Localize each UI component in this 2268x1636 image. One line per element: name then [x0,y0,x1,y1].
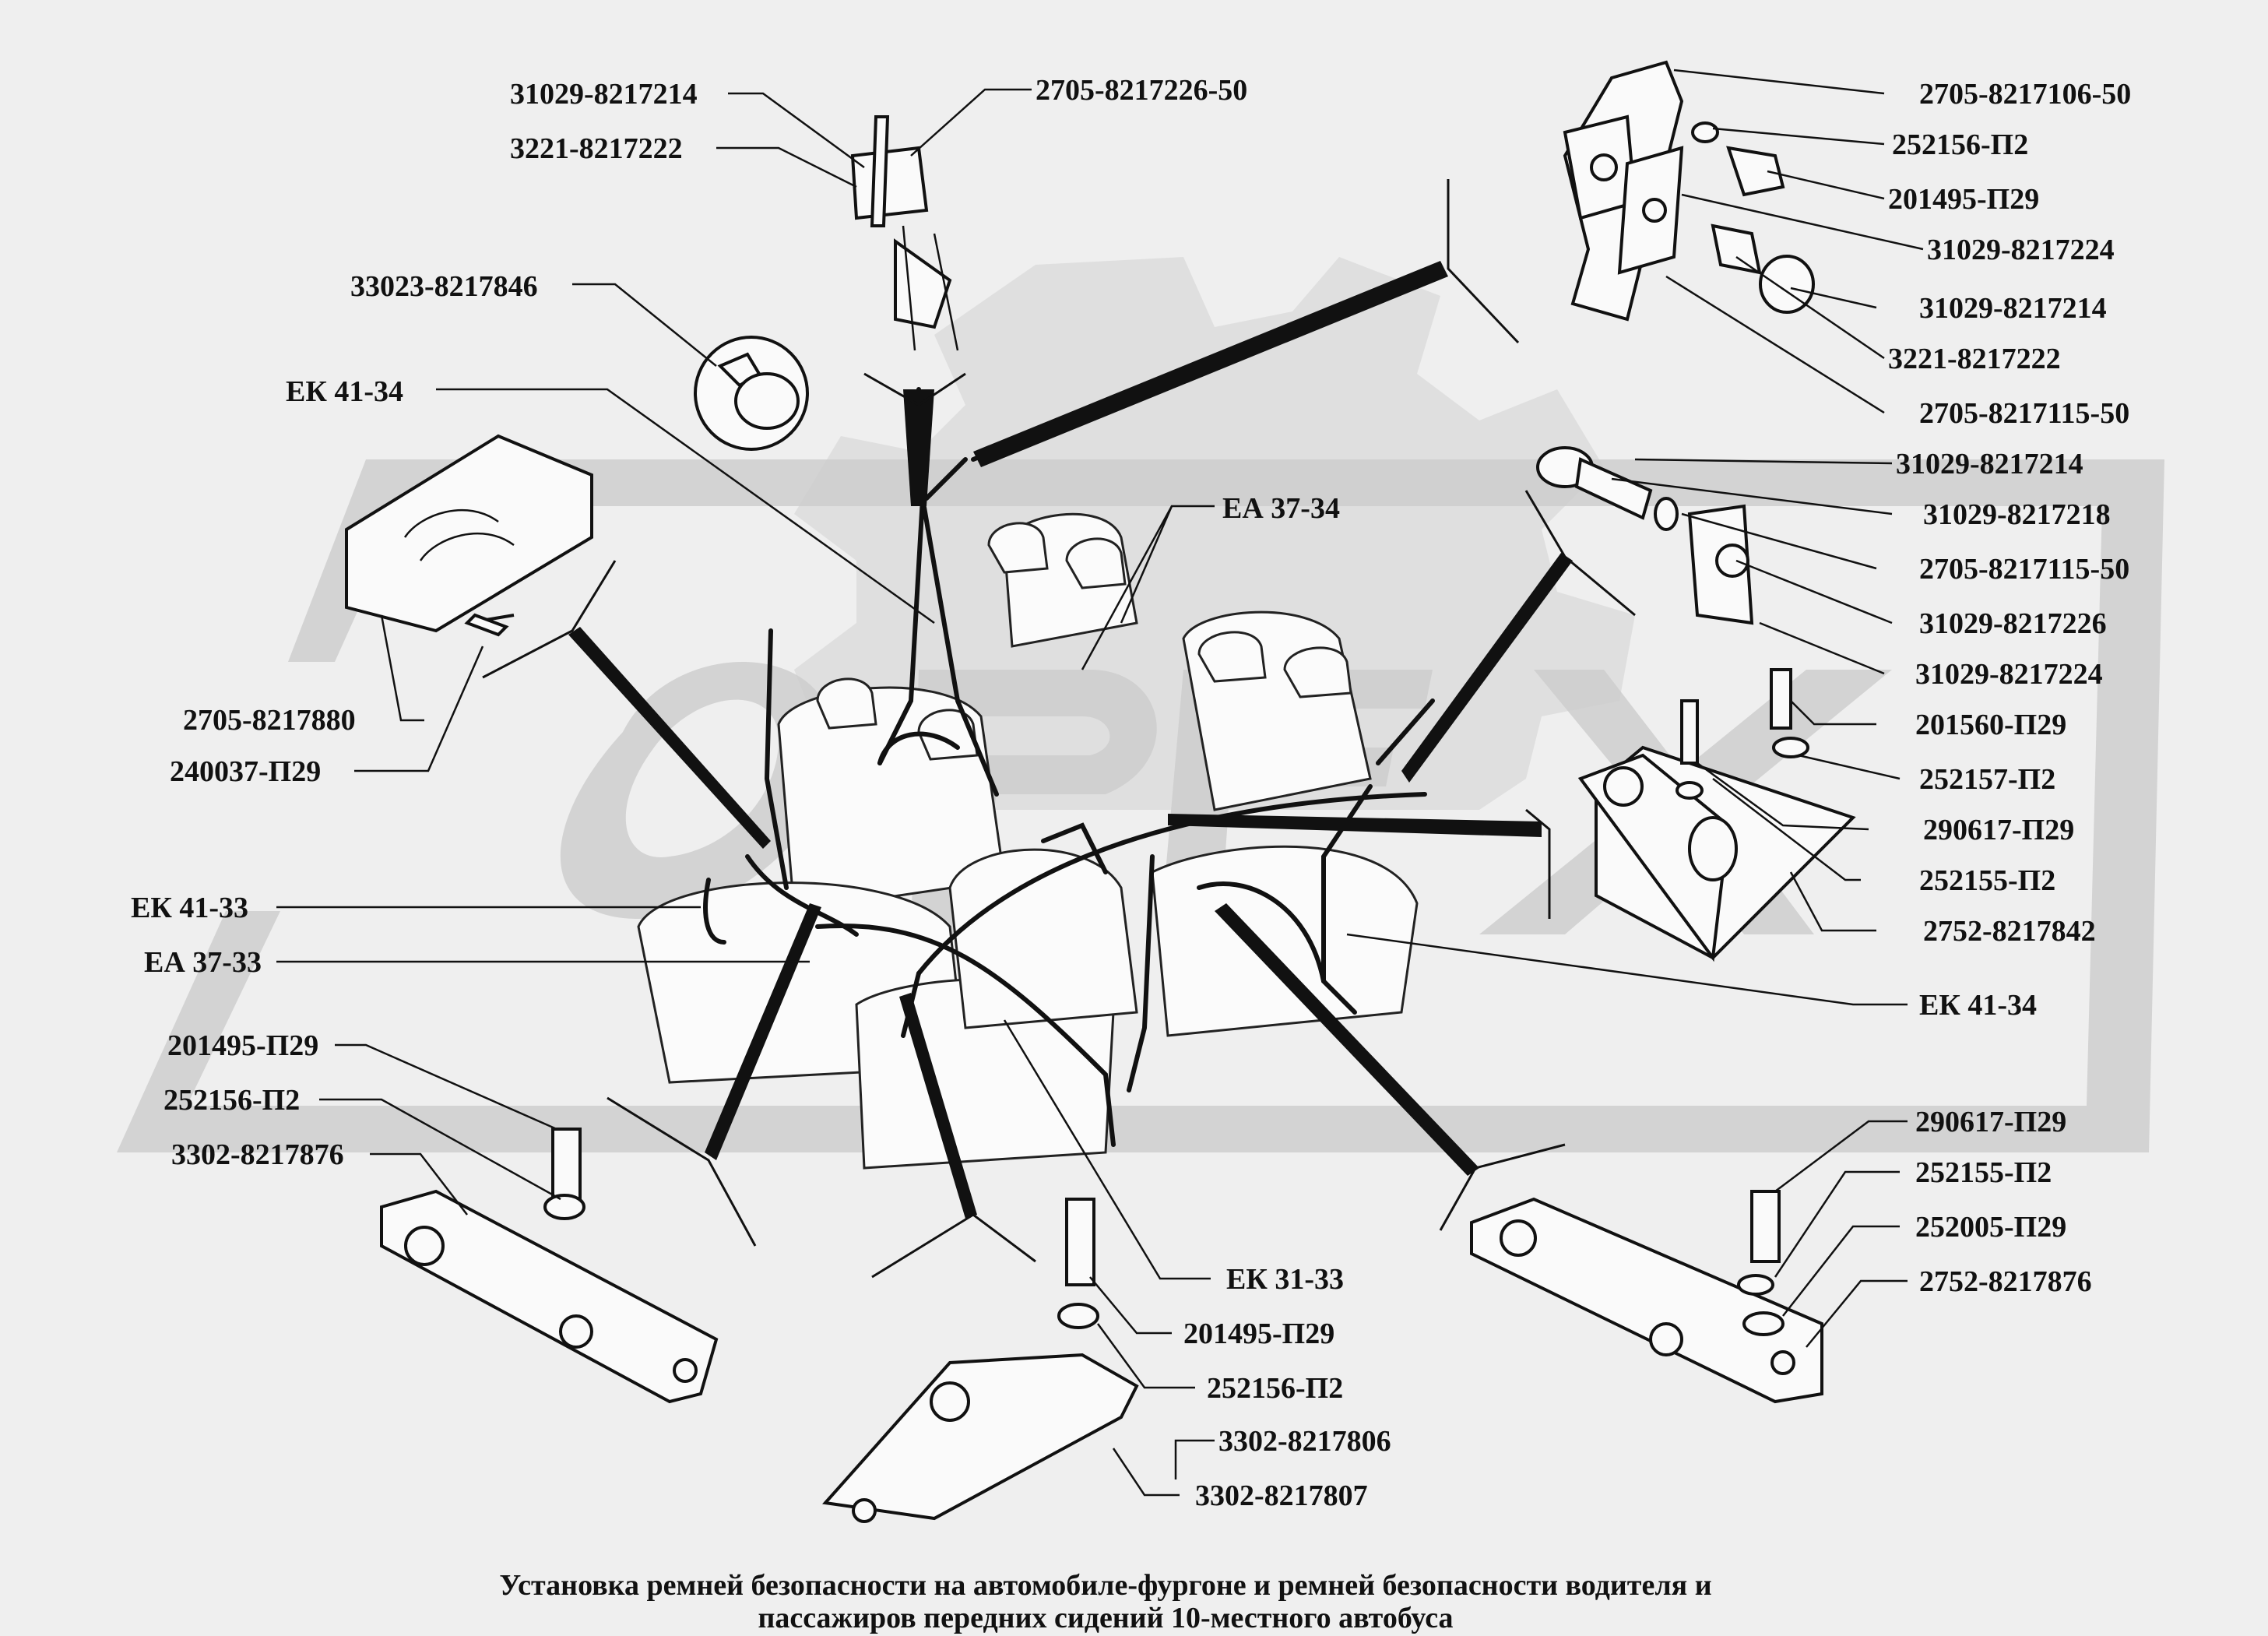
label-201495-p29-b: 201495-П29 [1183,1318,1334,1350]
label-ea-37-34: ЕА 37-34 [1222,492,1340,525]
label-252157-p2: 252157-П2 [1919,763,2055,796]
label-2705-8217115-50-b: 2705-8217115-50 [1919,553,2129,586]
label-33023-8217846: 33023-8217846 [350,270,538,303]
label-ek-31-33: ЕК 31-33 [1226,1263,1344,1296]
label-201495-p29-c: 201495-П29 [1888,183,2039,216]
label-31029-8217218: 31029-8217218 [1923,498,2111,531]
caption-line-1: Установка ремней безопасности на автомоб… [499,1569,1711,1602]
bottom-center-plate [822,1198,1139,1523]
bottom-right-plate [1470,1190,1823,1404]
label-3302-8217876: 3302-8217876 [171,1138,344,1171]
label-252156-p2-b: 252156-П2 [1207,1372,1343,1405]
front-seat-left [637,677,1138,1170]
label-ek-41-34-a: ЕК 41-34 [286,375,403,408]
upper-anchor-assembly [850,115,959,351]
label-3302-8217806: 3302-8217806 [1218,1425,1391,1458]
rear-seat-row [987,512,1419,1037]
label-3221-8217222-a: 3221-8217222 [510,132,683,165]
label-3302-8217807: 3302-8217807 [1195,1479,1368,1512]
label-2752-8217876: 2752-8217876 [1919,1265,2092,1298]
label-31029-8217214-b: 31029-8217214 [1919,292,2107,325]
label-2705-8217880: 2705-8217880 [183,704,356,737]
label-31029-8217214-c: 31029-8217214 [1896,448,2083,480]
middle-right-anchor [1536,446,1754,625]
label-3221-8217222-b: 3221-8217222 [1888,343,2061,375]
label-252155-p2-a: 252155-П2 [1919,864,2055,897]
label-ek-41-34-b: ЕК 41-34 [1919,989,2037,1022]
label-290617-p29-b: 290617-П29 [1915,1106,2066,1138]
label-252156-p2-c: 252156-П2 [1892,128,2028,161]
right-mounting-bracket [1577,668,1856,962]
label-31029-8217226: 31029-8217226 [1919,607,2107,640]
figure-caption: Установка ремней безопасности на автомоб… [499,1569,1711,1634]
label-252005-p29: 252005-П29 [1915,1211,2066,1244]
part-labels: 31029-8217214 2705-8217226-50 3221-82172… [131,74,2131,1512]
label-ea-37-33: ЕА 37-33 [144,946,262,979]
label-201495-p29-a: 201495-П29 [167,1029,318,1062]
pointer-wedges [568,261,1573,1219]
label-2705-8217226-50: 2705-8217226-50 [1036,74,1247,107]
label-252155-p2-b: 252155-П2 [1915,1156,2052,1189]
upper-right-bracket [1563,60,1815,322]
label-2705-8217106-50: 2705-8217106-50 [1919,78,2131,111]
label-201560-p29: 201560-П29 [1915,709,2066,741]
label-2752-8217842: 2752-8217842 [1923,915,2096,948]
leader-lines [276,69,1924,1497]
label-31029-8217224-b: 31029-8217224 [1915,658,2103,691]
label-252156-p2-a: 252156-П2 [164,1084,300,1117]
label-31029-8217214-a: 31029-8217214 [510,78,698,111]
label-2705-8217115-50-a: 2705-8217115-50 [1919,397,2129,430]
caption-line-2: пассажиров передних сидений 10-местного … [758,1602,1453,1634]
push-button-clip [694,336,809,451]
label-290617-p29-a: 290617-П29 [1923,814,2074,846]
label-240037-p29: 240037-П29 [170,755,321,788]
pointer-wedge-ticks [482,179,1636,1279]
label-31029-8217224-a: 31029-8217224 [1927,234,2115,266]
label-ek-41-33: ЕК 41-33 [131,892,248,924]
bottom-left-plate [380,1128,719,1404]
screw-240037 [464,613,509,637]
